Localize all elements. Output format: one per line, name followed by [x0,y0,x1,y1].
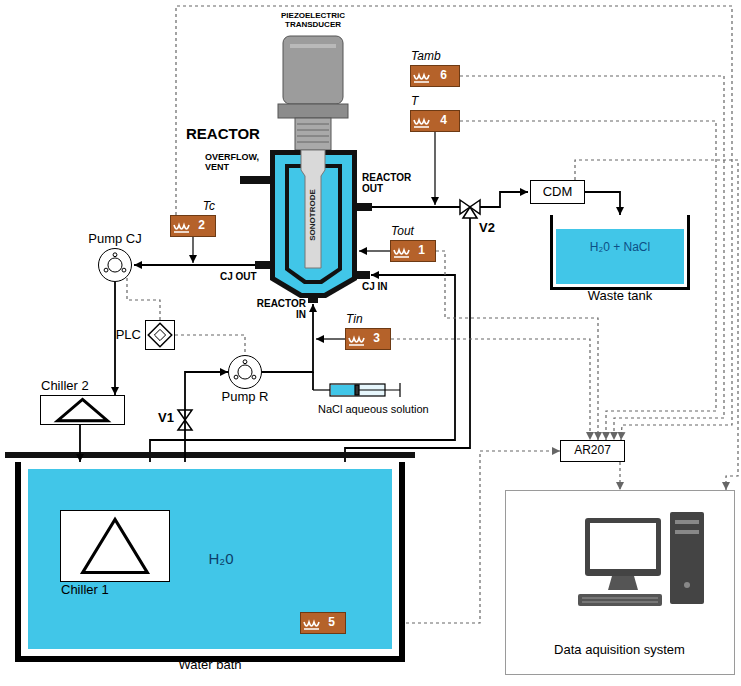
chiller-unit: Chiller 1 [60,510,170,582]
part-label: SONOTRODE [309,189,318,241]
waste-tank: Waste tankH₂0 + NaCl [550,215,690,290]
pipework [134,192,528,478]
part-label: REACTOR [186,126,260,143]
instrument-box: CDM [530,180,585,204]
node-text: 2 [198,219,205,233]
chiller-symbol [41,396,124,424]
signal-line [127,277,160,320]
flow-pipe [585,192,620,215]
bath-lid [5,452,415,458]
circle-symbol [99,249,131,281]
plc-symbol [146,321,174,349]
acquisition-frame: Data aquisition system [505,490,735,675]
signal-line [176,6,732,440]
signal-line [460,121,716,440]
port-label: OVERFLOW, VENT [205,152,267,172]
plc-unit: PLC [145,320,175,350]
node-heading: Pump CJ [88,232,141,247]
node-text: Data aquisition system [506,643,733,658]
temperature-sensor: Tin3 [345,328,391,350]
node-heading: Tout [391,225,414,239]
node-heading: PLC [116,328,141,343]
computer-icon [578,512,704,606]
node-heading: Pump R [222,390,269,405]
port-label: CJ IN [362,281,388,292]
chiller-symbol [61,511,169,581]
valve-label: V2 [479,221,495,236]
sensor-symbol [411,66,431,86]
signal-line [460,76,724,440]
signal-line [619,462,620,490]
circle-symbol [229,356,261,388]
syringe [313,383,400,397]
sensor-symbol [411,111,431,131]
node-text: H₂0 [191,550,251,567]
signal-line [175,335,245,355]
temperature-sensor: Tout1 [390,240,436,262]
sensor-symbol [346,329,366,349]
sensor-symbol [301,613,321,633]
sensor-symbol [391,241,411,261]
port-label: REACTOR IN [246,298,306,320]
part-label: PIEZOELECTRIC TRANSDUCER [270,12,356,30]
node-heading: Tin [346,313,363,327]
valve-v2 [460,200,480,218]
temperature-sensor: Tamb6 [410,65,460,87]
reactor-vessel [240,150,372,303]
node-heading: Tamb [411,50,441,64]
logger-box: AR207 [560,440,625,462]
node-text: 3 [373,332,380,346]
pump-symbol: Pump CJ [98,248,132,282]
node-heading: Chiller 2 [41,379,89,394]
port-label: CJ OUT [220,271,257,282]
node-heading: Waste tank [588,289,653,304]
signal-line [391,339,590,440]
node-text: 1 [418,244,425,258]
node-heading: Water bath [178,658,241,673]
node-text: CDM [543,185,573,200]
node-text: 5 [328,616,335,630]
node-text: 6 [440,69,447,83]
node-text: AR207 [574,444,611,458]
node-text: 4 [440,114,447,128]
node-heading: Tc [203,200,215,214]
temperature-sensor: T4 [410,110,460,132]
valve-label: V1 [158,411,174,426]
port-label: REACTOR OUT [362,172,422,194]
chiller-unit: Chiller 2 [40,395,125,425]
node-text: H₂0 + NaCl [553,241,687,255]
water-bath: Water bathH₂0Chiller 15 [15,462,405,662]
node-heading: Chiller 1 [61,583,109,598]
sensor-symbol [171,216,191,236]
piezo-transducer [278,36,348,150]
pump-symbol: Pump R [228,355,262,389]
flow-pipe [114,282,116,395]
temperature-sensor: Tc2 [170,215,216,237]
flow-pipe [79,425,81,462]
temperature-sensor: 5 [300,612,346,634]
sensor-leaders [193,132,435,339]
flow-pipe [185,372,228,462]
node-heading: T [411,95,418,109]
reagent-label: NaCl aqueous solution [318,403,429,415]
